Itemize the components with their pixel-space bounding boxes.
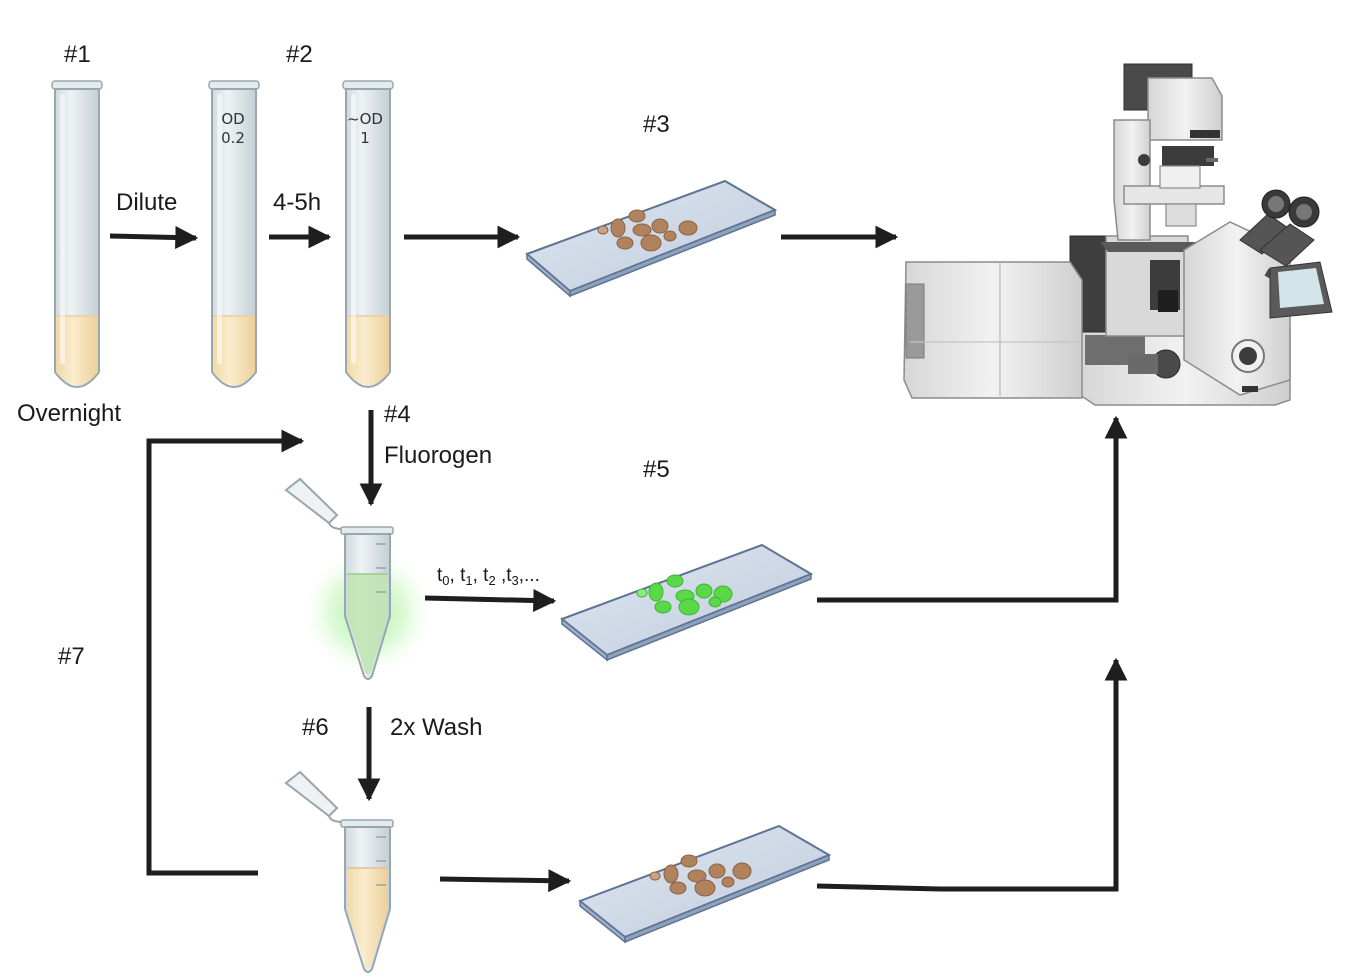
arrow-slide-5-to-microscope <box>817 415 1128 603</box>
slide-step-6 <box>578 824 832 944</box>
step-label-4: #4 <box>384 401 411 428</box>
dilute-label: Dilute <box>116 189 177 216</box>
inverted-microscope-icon <box>903 63 1333 406</box>
tube3-label-line1: ~OD <box>347 110 383 128</box>
arrow-dilute <box>109 226 199 250</box>
cells-brown-6 <box>649 854 752 897</box>
tube3-label-line2: 1 <box>360 129 370 147</box>
arrow-loop-step-7 <box>146 429 305 876</box>
microcentrifuge-tube-washed <box>284 770 394 973</box>
step-label-3: #3 <box>643 111 670 138</box>
arrow-to-slide-6 <box>439 869 572 893</box>
duration-label: 4-5h <box>273 189 321 216</box>
timepoints-label: t0, t1, t2 ,t3,... <box>437 565 540 588</box>
test-tube-overnight <box>51 80 103 388</box>
step-label-2: #2 <box>286 41 313 68</box>
slide-step-3 <box>525 179 778 298</box>
arrow-to-slide-5 <box>424 589 557 613</box>
tube2-label-line2: 0.2 <box>221 129 245 147</box>
cells-fluorescent-5 <box>636 574 733 616</box>
step-label-5: #5 <box>643 456 670 483</box>
cells-brown-3 <box>597 209 698 252</box>
slide-step-5 <box>559 543 814 662</box>
wash-label: 2x Wash <box>390 714 482 741</box>
overnight-label: Overnight <box>17 400 121 427</box>
step-label-7: #7 <box>58 643 85 670</box>
arrow-slide-6-to-microscope <box>816 657 1128 892</box>
test-tube-od-1: ~OD 1 <box>342 80 394 388</box>
test-tube-od-0-2: OD 0.2 <box>208 80 260 388</box>
flow-arrows <box>109 225 1128 893</box>
fluorogen-label: Fluorogen <box>384 442 492 469</box>
step-label-1: #1 <box>64 41 91 68</box>
microcentrifuge-tube-fluorogen <box>284 477 436 680</box>
tube2-label-line1: OD <box>221 110 244 128</box>
step-label-6: #6 <box>302 714 329 741</box>
